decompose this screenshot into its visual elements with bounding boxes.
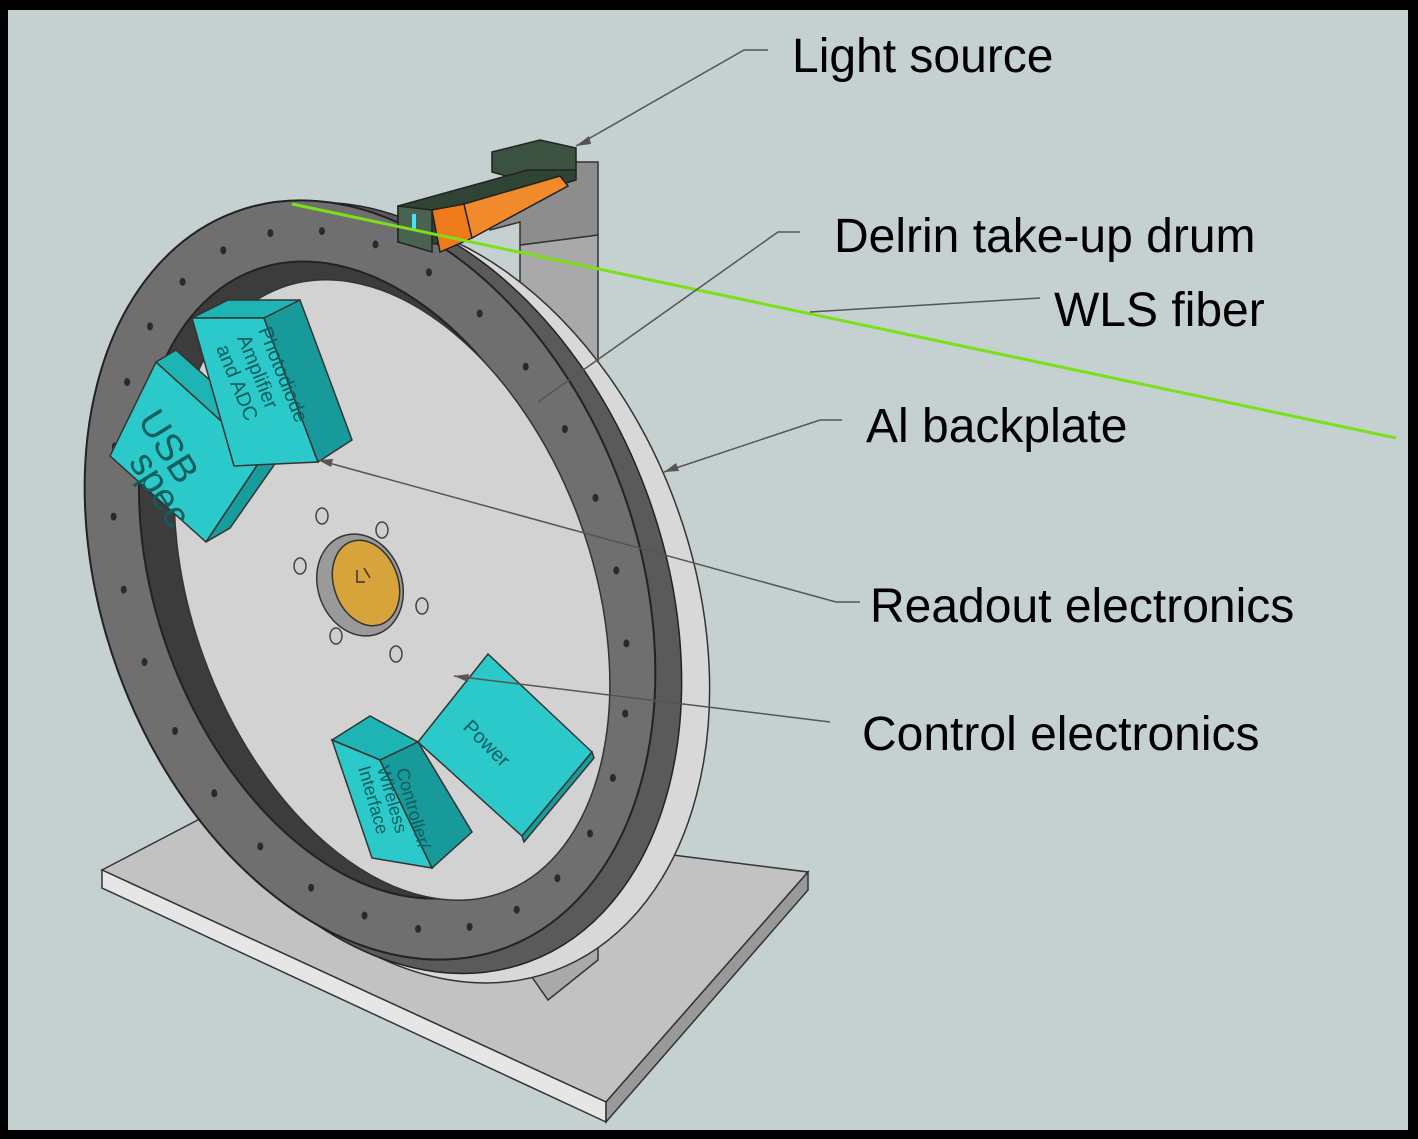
bolt-hole bbox=[308, 883, 315, 892]
photodiode-amplifier-box: Photodiode Amplifier and ADC bbox=[191, 298, 353, 467]
bolt-hole bbox=[318, 227, 325, 236]
bolt-hole bbox=[120, 585, 127, 594]
bolt-hole bbox=[211, 789, 218, 798]
bolt-hole bbox=[622, 709, 629, 718]
bolt-hole bbox=[361, 911, 368, 920]
power-box: Power bbox=[416, 652, 595, 844]
bolt-hole bbox=[257, 842, 264, 851]
label-light-source: Light source bbox=[792, 30, 1054, 83]
label-readout-electronics: Readout electronics bbox=[870, 580, 1294, 633]
bolt-hole bbox=[220, 246, 227, 255]
bolt-hole bbox=[466, 922, 473, 931]
label-al-backplate: Al backplate bbox=[866, 400, 1128, 453]
ring-bolt-holes bbox=[110, 227, 630, 933]
bolt-hole bbox=[613, 566, 620, 575]
bolt-hole bbox=[372, 240, 379, 249]
controller-wireless-box: Controller/ Wireless Interface bbox=[330, 715, 473, 870]
bolt-hole bbox=[623, 639, 630, 648]
bolt-hole bbox=[267, 229, 274, 238]
bolt-hole bbox=[179, 277, 186, 286]
bolt-hole bbox=[425, 268, 432, 277]
wls-fiber-line bbox=[291, 202, 1397, 440]
label-wls-fiber: WLS fiber bbox=[1054, 284, 1265, 337]
center-hub bbox=[293, 507, 429, 663]
bolt-hole bbox=[110, 512, 117, 521]
bolt-hole bbox=[513, 905, 520, 914]
bolt-hole bbox=[172, 727, 179, 735]
bolt-hole bbox=[587, 829, 593, 838]
leader-arrowheads bbox=[318, 136, 679, 682]
bolt-hole bbox=[147, 322, 153, 331]
bolt-hole bbox=[141, 658, 148, 667]
bolt-hole bbox=[522, 362, 529, 371]
light-source-indicator bbox=[412, 214, 416, 230]
bolt-hole bbox=[554, 874, 561, 883]
label-delrin-drum: Delrin take-up drum bbox=[834, 210, 1256, 263]
bolt-hole bbox=[592, 493, 599, 502]
leader-lines bbox=[317, 49, 1041, 723]
label-control-electronics: Control electronics bbox=[862, 708, 1260, 761]
bolt-hole bbox=[415, 924, 422, 933]
bolt-hole bbox=[124, 378, 131, 387]
bolt-hole bbox=[561, 425, 568, 433]
bolt-hole bbox=[476, 309, 483, 318]
bolt-hole bbox=[609, 773, 616, 782]
